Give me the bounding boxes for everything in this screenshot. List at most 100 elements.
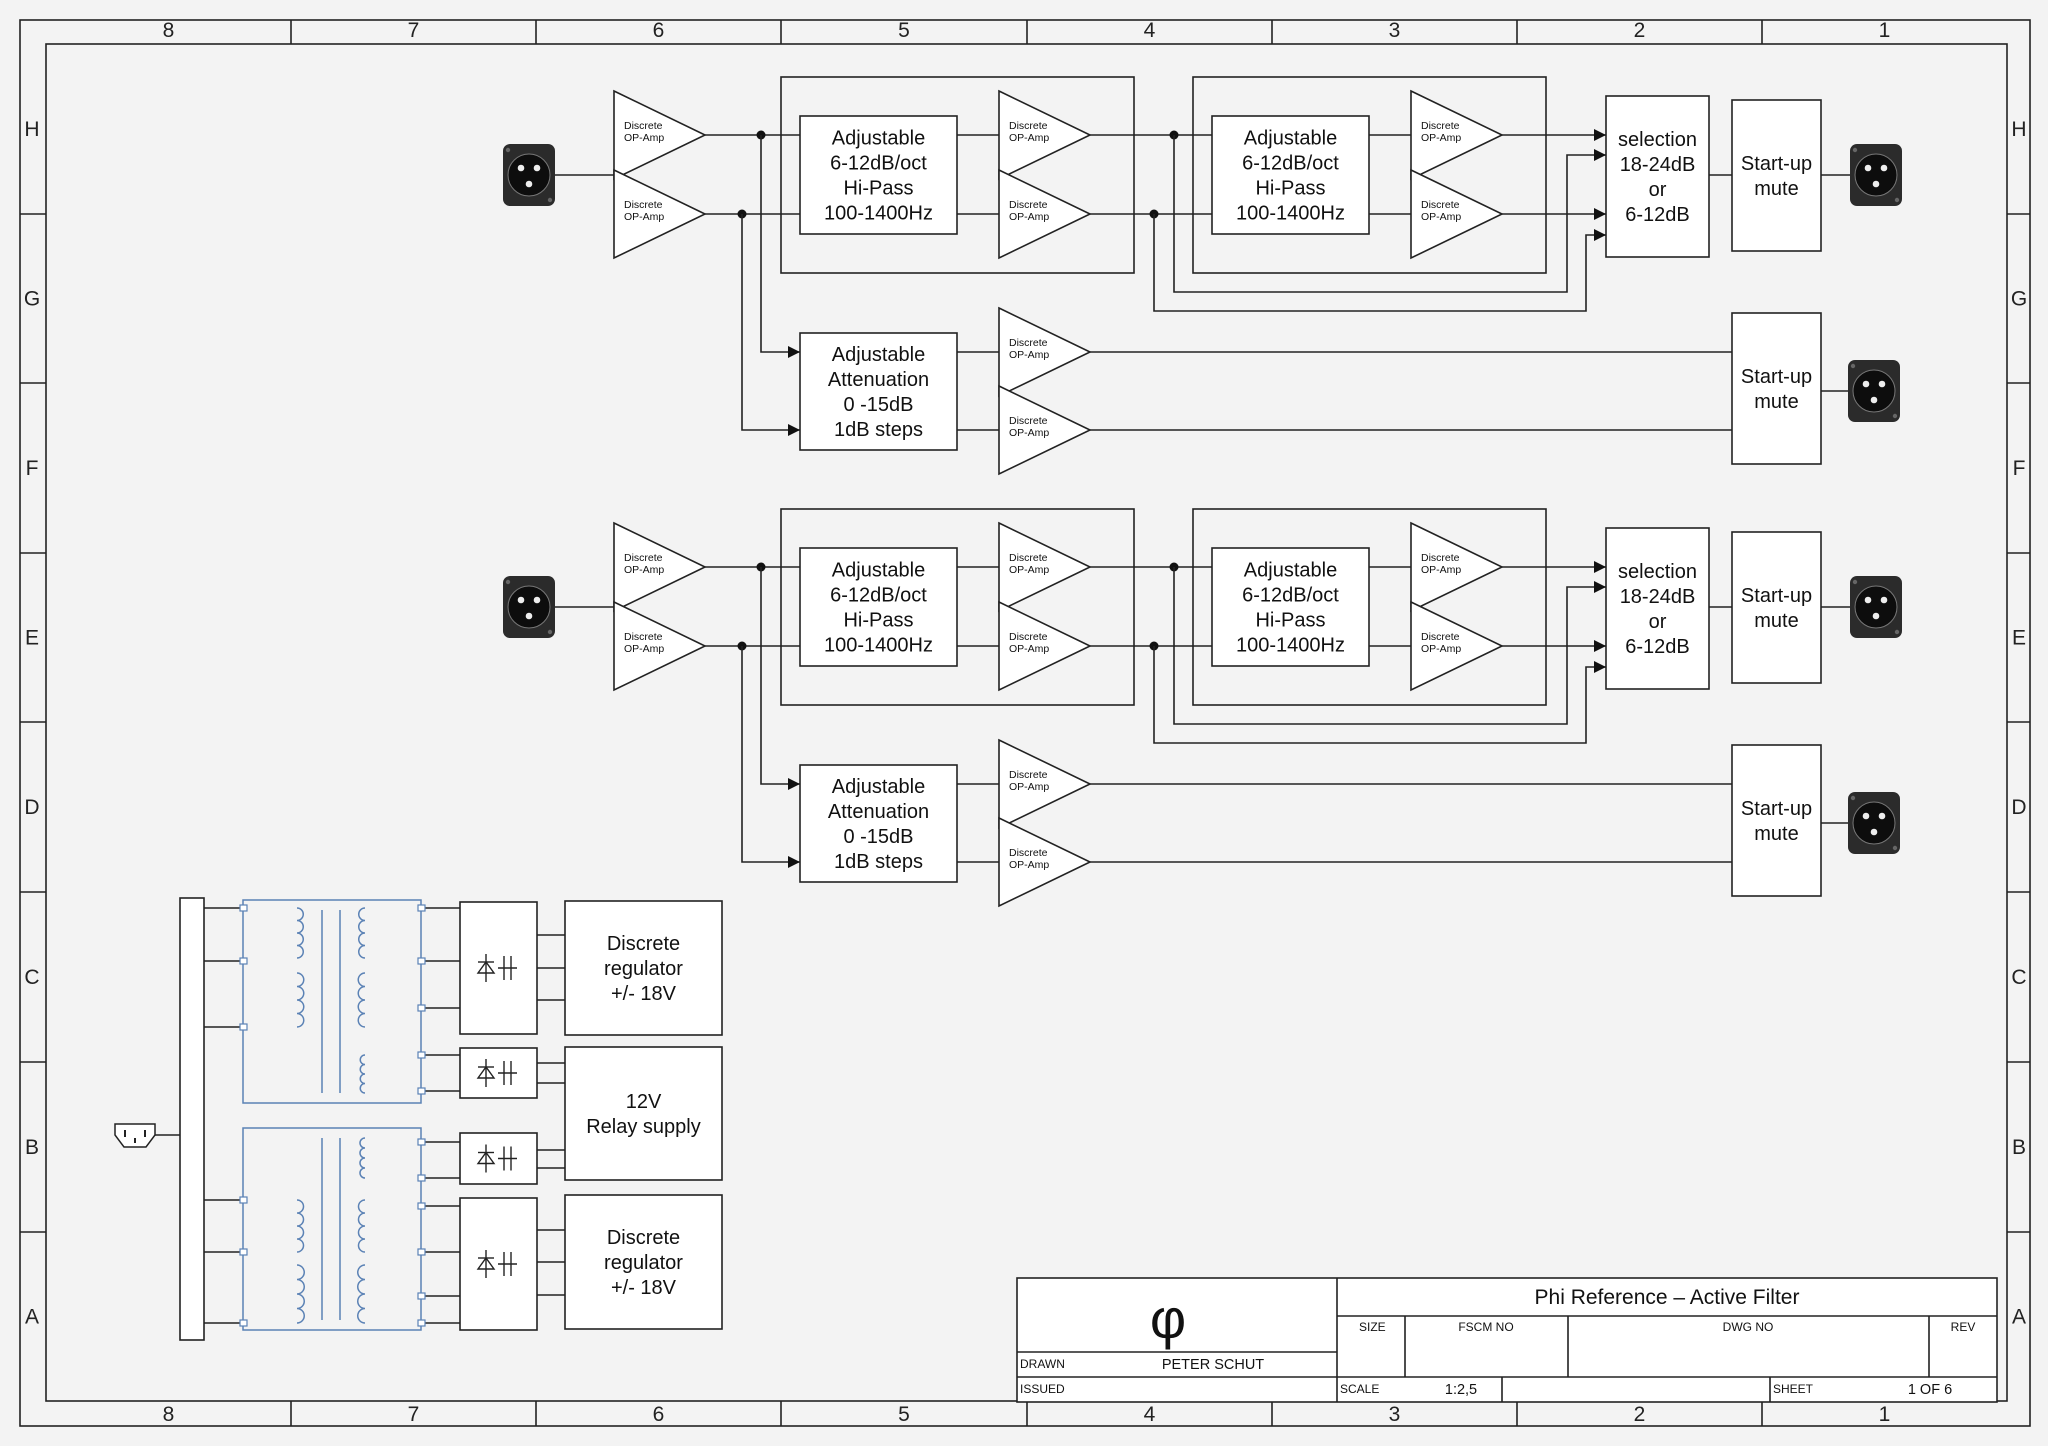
fscm-label: FSCM NO	[1458, 1320, 1513, 1334]
xlr-screw	[1850, 363, 1856, 369]
xlr-pin	[517, 164, 525, 172]
hipass-filter-2-text: 100-1400Hz	[1236, 203, 1345, 225]
column-label-top: 8	[163, 19, 175, 42]
column-label-top: 4	[1144, 19, 1156, 42]
size-label: SIZE	[1359, 1320, 1386, 1334]
column-label-bottom: 6	[653, 1403, 665, 1426]
tap-terminal	[417, 1319, 426, 1327]
xlr-screw	[1892, 413, 1898, 419]
column-label-top: 5	[898, 19, 910, 42]
xlr-pin	[1864, 164, 1872, 172]
column-label-bottom: 4	[1144, 1403, 1156, 1426]
hipass-filter-2-text: 6-12dB/oct	[1242, 585, 1339, 607]
signal-wire	[1153, 214, 1606, 312]
tap-terminal	[239, 1196, 248, 1204]
transformer-winding	[359, 1137, 366, 1179]
hipass-filter-2-text: Adjustable	[1244, 560, 1337, 582]
opamp-label: OP-Amp	[1009, 349, 1049, 361]
xlr-pin	[1878, 812, 1886, 820]
tap-terminal	[239, 904, 248, 912]
transformer-winding	[357, 1264, 366, 1324]
hipass-filter-2-text: Hi-Pass	[1255, 178, 1325, 200]
row-label-left: D	[24, 796, 39, 819]
opamp-label: Discrete	[1421, 631, 1460, 643]
xlr-pin	[1880, 164, 1888, 172]
hipass-filter-2	[1211, 547, 1370, 667]
arrow-head	[1594, 640, 1606, 652]
opamp-label: Discrete	[624, 199, 663, 211]
transformer-winding	[296, 1199, 305, 1253]
row-label-right: D	[2011, 796, 2026, 819]
xlr-pin	[1862, 380, 1870, 388]
opamp-label: OP-Amp	[1009, 643, 1049, 655]
column-label-top: 7	[408, 19, 420, 42]
signal-wire	[760, 135, 800, 353]
dwg-label: DWG NO	[1723, 1320, 1774, 1334]
signal-wire	[1173, 567, 1606, 725]
xlr-pin	[1872, 180, 1880, 188]
opamp-triangle	[613, 168, 707, 260]
signal-wire	[1153, 646, 1606, 744]
opamp-label: Discrete	[1009, 199, 1048, 211]
opamp-label: Discrete	[1009, 415, 1048, 427]
rev-label: REV	[1951, 1320, 1976, 1334]
xlr-pin	[1870, 828, 1878, 836]
startup-mute-attenuated	[1731, 312, 1822, 465]
slope-selection-text: 18-24dB	[1620, 586, 1696, 608]
attenuation-block-text: 1dB steps	[834, 851, 923, 873]
tap-terminal	[417, 1202, 426, 1210]
transformer-winding	[296, 907, 304, 959]
attenuation-block-text: 0 -15dB	[843, 826, 913, 848]
regulator-lower	[564, 1194, 723, 1330]
tap-terminal	[417, 1004, 426, 1012]
filter-channel-1: DiscreteOP-AmpDiscreteOP-AmpAdjustable6-…	[503, 76, 1902, 476]
outer-border	[19, 19, 2031, 1427]
opamp-label: OP-Amp	[1421, 643, 1461, 655]
slope-selection-text: selection	[1618, 561, 1697, 583]
slope-selection	[1605, 95, 1710, 258]
tap-terminal	[417, 904, 426, 912]
tap-terminal	[417, 1051, 426, 1059]
opamp-label: Discrete	[1421, 199, 1460, 211]
xlr-socket	[1854, 153, 1898, 197]
xlr-pin	[1864, 596, 1872, 604]
xlr-pin	[1862, 812, 1870, 820]
xlr-pin	[517, 596, 525, 604]
tap-terminal	[417, 1248, 426, 1256]
regulator-upper	[564, 900, 723, 1036]
drawn-value: PETER SCHUT	[1162, 1357, 1264, 1373]
row-label-right: A	[2012, 1306, 2026, 1329]
transformer-winding	[296, 1264, 305, 1324]
grid-ticks	[20, 20, 2030, 1426]
column-label-top: 3	[1389, 19, 1401, 42]
slope-selection-text: or	[1649, 179, 1667, 201]
hipass-filter-1-text: 6-12dB/oct	[830, 585, 927, 607]
hipass-filter-1	[799, 547, 958, 667]
slope-selection	[1605, 527, 1710, 690]
transformer-winding	[357, 1199, 366, 1253]
row-label-right: H	[2011, 118, 2026, 141]
relay-supply-text: 12V	[626, 1091, 662, 1113]
slope-selection-text: selection	[1618, 129, 1697, 151]
xlr-socket	[1852, 369, 1896, 413]
filter-channel-2: DiscreteOP-AmpDiscreteOP-AmpAdjustable6-…	[503, 508, 1902, 908]
regulator-upper-text: Discrete	[607, 933, 680, 955]
slope-selection-text: 18-24dB	[1620, 154, 1696, 176]
arrow-head	[788, 346, 800, 358]
transformer-winding	[296, 972, 305, 1028]
row-label-left: A	[25, 1306, 39, 1329]
opamp-label: Discrete	[1421, 552, 1460, 564]
row-label-left: G	[24, 288, 40, 311]
relay-supply	[564, 1046, 723, 1181]
phi-logo: φ	[1150, 1287, 1186, 1350]
tap-terminal	[417, 957, 426, 965]
arrow-head	[1594, 129, 1606, 141]
arrow-head	[1594, 561, 1606, 573]
xlr-pin	[1870, 396, 1878, 404]
startup-mute-attenuated-text: Start-up	[1741, 798, 1812, 820]
xlr-pin	[1880, 596, 1888, 604]
row-label-left: E	[25, 627, 39, 650]
